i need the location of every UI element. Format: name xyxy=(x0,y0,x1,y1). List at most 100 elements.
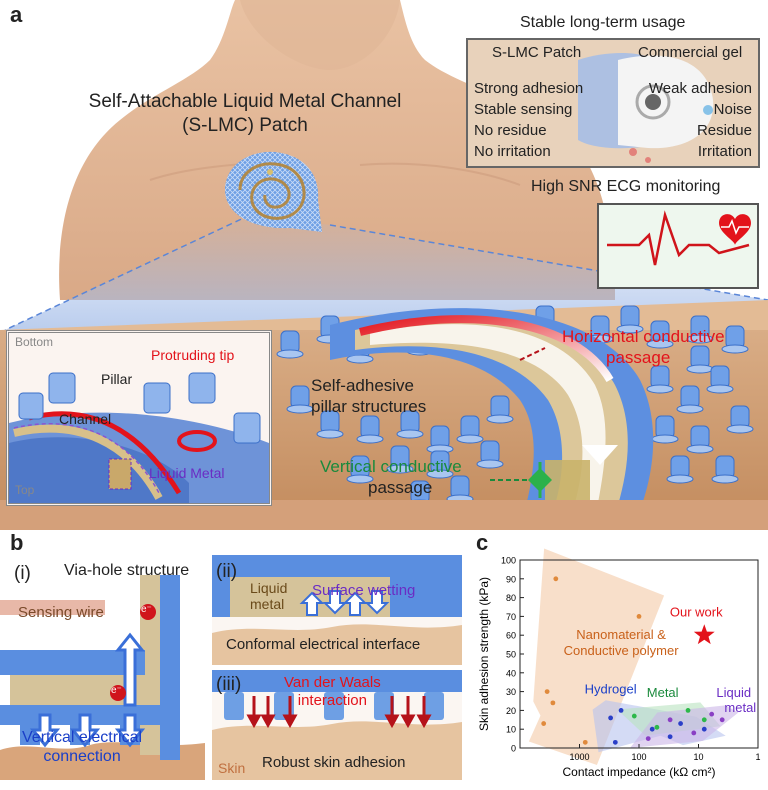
surface-wetting-label: Surface wetting xyxy=(312,582,416,599)
y-tick-label: 90 xyxy=(506,574,516,584)
ecg-box xyxy=(597,203,759,289)
series-label: Liquid xyxy=(716,685,751,700)
structure-inset: Bottom Top Protruding tip Pillar Channel… xyxy=(6,330,272,506)
series-label: Metal xyxy=(647,685,679,700)
pillar-base xyxy=(721,344,749,354)
ecg-title: High SNR ECG monitoring xyxy=(531,178,721,195)
pillar-base xyxy=(686,444,714,454)
commercial-gel-header: Commercial gel xyxy=(638,44,743,61)
panel-b-iii-illustration xyxy=(212,670,462,780)
pillar-base xyxy=(486,414,514,424)
pillar-base xyxy=(426,469,454,479)
b-i-roman: (i) xyxy=(14,563,31,584)
robust-adhesion-label: Robust skin adhesion xyxy=(262,754,406,771)
patch-item: Strong adhesion xyxy=(474,80,584,97)
patch-title-line2: (S-LMC) Patch xyxy=(182,115,308,136)
pillar-base xyxy=(646,339,674,349)
y-tick-label: 0 xyxy=(511,744,516,754)
inset-illustration xyxy=(9,372,269,503)
y-tick-label: 30 xyxy=(506,687,516,697)
series-label: Hydrogel xyxy=(585,681,637,696)
panel-b-letter: b xyxy=(10,530,24,555)
electron-label: e⁻ xyxy=(141,604,152,615)
pillar-base xyxy=(711,474,739,484)
series-region xyxy=(528,548,665,765)
pillar-base xyxy=(616,324,644,334)
gel-item: Noise xyxy=(713,101,752,118)
y-tick-label: 80 xyxy=(506,593,516,603)
data-point xyxy=(691,730,697,736)
patch-title-line1: Self-Attachable Liquid Metal Channel xyxy=(88,91,402,112)
patch-item: Stable sensing xyxy=(474,101,573,118)
electron-icon xyxy=(110,685,126,701)
pillar-base xyxy=(396,429,424,439)
pillar-base xyxy=(286,404,314,414)
x-tick-label: 1000 xyxy=(569,752,589,762)
electron-icon xyxy=(140,604,156,620)
conformal-interface-label: Conformal electrical interface xyxy=(226,636,421,653)
pillar-base xyxy=(646,384,674,394)
pillar-base xyxy=(686,334,714,344)
data-point xyxy=(719,717,725,723)
vertical-passage-icon xyxy=(490,462,552,498)
skin-label: Skin xyxy=(218,760,246,776)
data-point xyxy=(649,726,655,732)
pillar-base xyxy=(346,354,374,364)
electron-label: e⁻ xyxy=(111,685,122,696)
data-point xyxy=(541,721,547,726)
y-tick-label: 100 xyxy=(501,556,516,566)
liquid-metal-label-b: Liquid metal xyxy=(250,580,287,612)
y-axis-label: Skin adhesion strength (kPa) xyxy=(477,577,491,731)
pillar-base xyxy=(356,434,384,444)
pillar-structures-line2: pillar structures xyxy=(311,397,427,416)
pillar-label: Pillar xyxy=(101,371,133,387)
vertical-passage-line1: Vertical conductive xyxy=(320,457,462,476)
inset-top-label: Top xyxy=(15,483,35,497)
gel-item: Residue xyxy=(696,122,752,139)
x-tick-label: 1 xyxy=(755,752,760,762)
liquid-metal-label: Liquid Metal xyxy=(149,465,225,481)
horizontal-passage-line1: Horizontal conductive xyxy=(562,327,725,346)
horizontal-passage-line2: passage xyxy=(606,348,671,367)
data-point xyxy=(685,708,691,713)
data-point xyxy=(553,576,559,582)
our-work-star-icon xyxy=(693,624,715,645)
vertical-passage-line2: passage xyxy=(368,478,433,497)
pillar-base xyxy=(316,429,344,439)
pillar-base xyxy=(726,424,754,434)
data-point xyxy=(612,739,618,745)
data-point xyxy=(701,726,707,732)
data-point xyxy=(654,724,660,730)
sensing-wire-label: Sensing wire xyxy=(18,604,104,621)
pillar-base xyxy=(666,474,694,484)
patch-item: No irritation xyxy=(474,143,551,160)
our-work-label: Our work xyxy=(670,604,723,619)
patch-item: No residue xyxy=(474,122,547,139)
patch-vs-gel-illustration xyxy=(578,53,714,163)
series-label: Conductive polymer xyxy=(564,643,680,658)
protruding-tip-label: Protruding tip xyxy=(151,347,235,363)
slmc-patch-icon xyxy=(225,151,322,232)
data-point xyxy=(701,717,707,723)
channel-label: Channel xyxy=(59,411,112,427)
pillar-structures-label: Self-adhesive pillar structures xyxy=(311,375,426,417)
y-tick-label: 50 xyxy=(506,650,516,660)
pillar-base xyxy=(386,464,414,474)
y-tick-label: 60 xyxy=(506,631,516,641)
y-tick-label: 10 xyxy=(506,725,516,735)
data-point xyxy=(582,739,588,745)
y-tick-label: 20 xyxy=(506,706,516,716)
x-axis-label: Contact impedance (kΩ cm²) xyxy=(562,765,715,779)
b-iii-roman: (iii) xyxy=(216,674,242,695)
vertical-passage-label: Vertical conductive passage xyxy=(320,456,462,498)
pillar-base xyxy=(456,434,484,444)
data-point xyxy=(709,711,715,717)
patch-title: Self-Attachable Liquid Metal Channel (S-… xyxy=(35,90,455,138)
vertical-connection-label: Vertical electrical connection xyxy=(22,728,142,766)
x-tick-label: 10 xyxy=(693,752,703,762)
gel-item: Weak adhesion xyxy=(648,80,752,97)
data-point xyxy=(667,734,673,740)
b-ii-roman: (ii) xyxy=(216,561,238,582)
vdw-line1: Van der Waals xyxy=(284,674,381,691)
panel-a-letter: a xyxy=(10,2,23,27)
